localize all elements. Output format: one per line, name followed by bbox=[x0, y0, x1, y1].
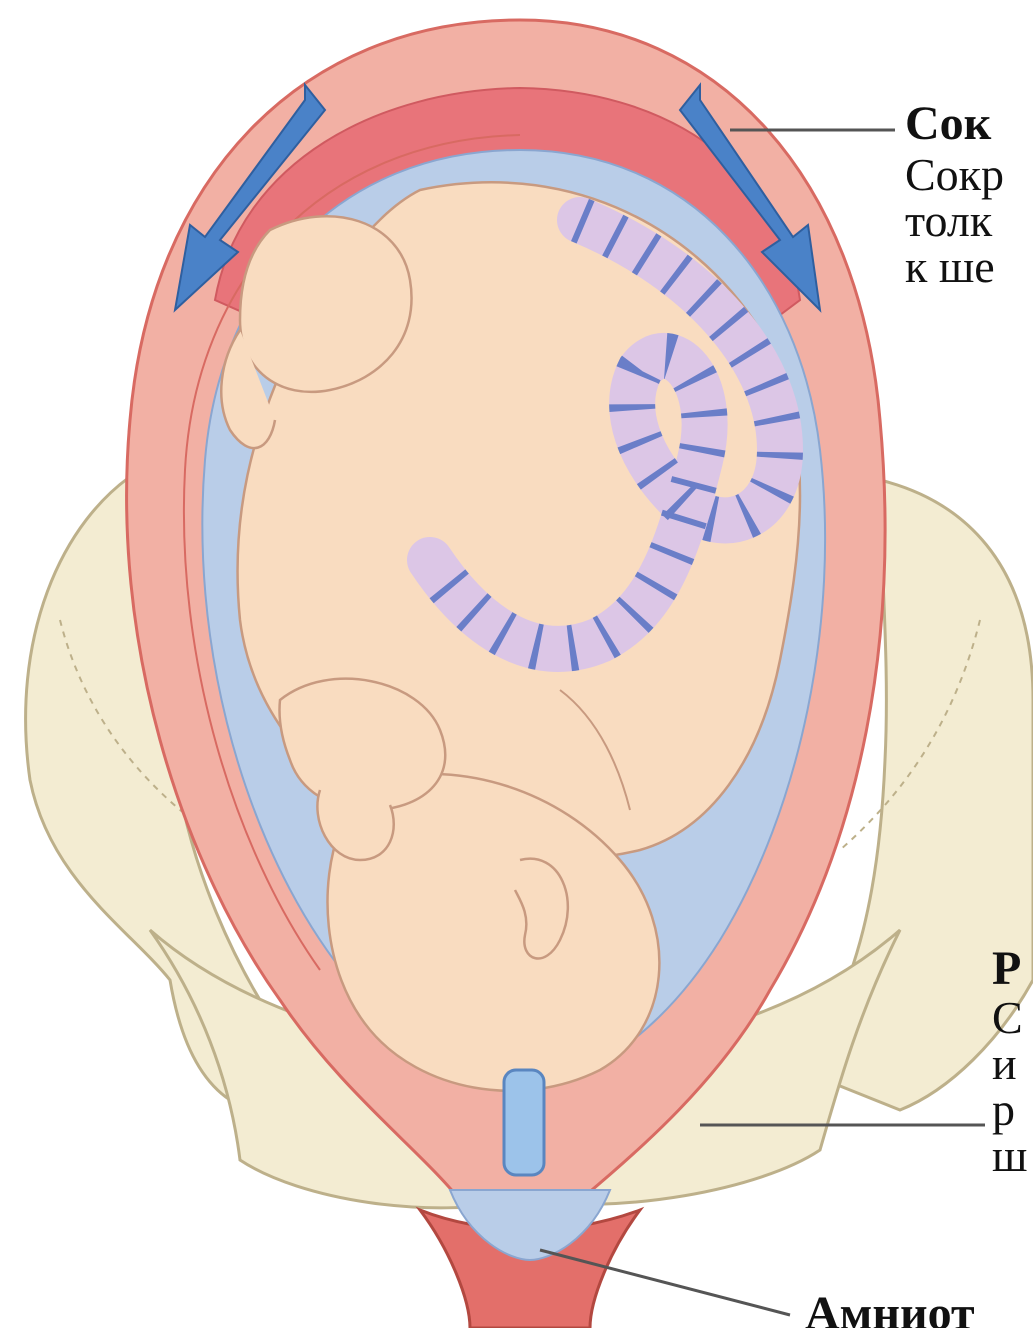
label-right-line-4: ш bbox=[992, 1133, 1027, 1179]
label-top-line-1: Сокр bbox=[905, 152, 1004, 198]
label-right-line-3: р bbox=[992, 1087, 1027, 1133]
label-cervix-dilation: Р С и р ш bbox=[992, 945, 1027, 1179]
label-top-line-3: к ше bbox=[905, 244, 1004, 290]
label-bottom-title: Амниот bbox=[805, 1290, 975, 1328]
pubic-symphysis bbox=[504, 1070, 544, 1175]
label-right-line-2: и bbox=[992, 1041, 1027, 1087]
label-right-title: Р bbox=[992, 945, 1027, 993]
label-amniotic-sac: Амниот bbox=[805, 1290, 975, 1328]
label-top-line-2: толк bbox=[905, 198, 1004, 244]
label-top-title: Сок bbox=[905, 100, 1004, 148]
label-uterine-contraction: Сок Сокр толк к ше bbox=[905, 100, 1004, 290]
label-right-line-1: С bbox=[992, 995, 1027, 1041]
